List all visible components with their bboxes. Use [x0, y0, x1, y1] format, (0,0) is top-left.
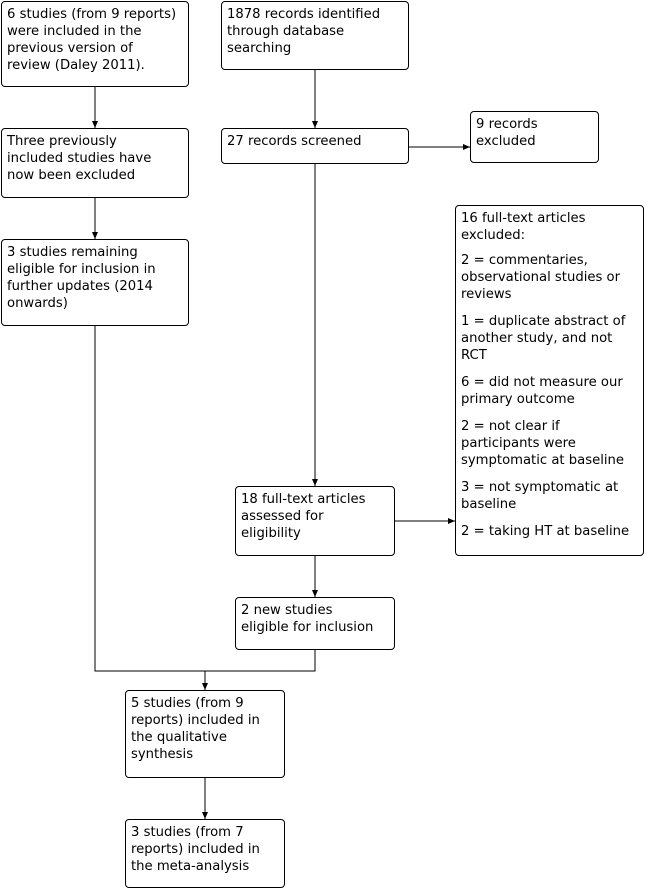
exclusion-reason: 2 = commentaries, observational studies … [461, 253, 621, 302]
meta-analysis-box: 3 studies (from 7 reports) included in t… [125, 819, 285, 888]
exclusion-reason: 3 = not symptomatic at baseline [461, 480, 619, 512]
previous-review-box: 6 studies (from 9 reports) were included… [1, 1, 189, 87]
qualitative-synthesis-box: 5 studies (from 9 reports) included in t… [125, 690, 285, 778]
records-screened-box: 27 records screened [221, 128, 409, 164]
fulltext-excluded-box: 16 full-text articles excluded: 2 = comm… [455, 205, 644, 556]
fulltext-assessed-box: 18 full-text articles assessed for eligi… [235, 486, 395, 556]
exclusion-reason: 2 = taking HT at baseline [461, 524, 630, 539]
remaining-eligible-box: 3 studies remaining eligible for inclusi… [1, 239, 189, 326]
fulltext-excluded-title: 16 full-text articles excluded: [461, 211, 586, 243]
exclusion-reason: 1 = duplicate abstract of another study,… [461, 314, 626, 363]
previously-excluded-box: Three previously included studies have n… [1, 128, 189, 198]
records-identified-box: 1878 records identified through database… [221, 1, 409, 70]
new-eligible-box: 2 new studies eligible for inclusion [235, 597, 395, 650]
exclusion-reason: 2 = not clear if participants were sympt… [461, 419, 625, 468]
records-excluded-box: 9 records excluded [470, 111, 599, 163]
exclusion-reason: 6 = did not measure our primary outcome [461, 375, 623, 407]
